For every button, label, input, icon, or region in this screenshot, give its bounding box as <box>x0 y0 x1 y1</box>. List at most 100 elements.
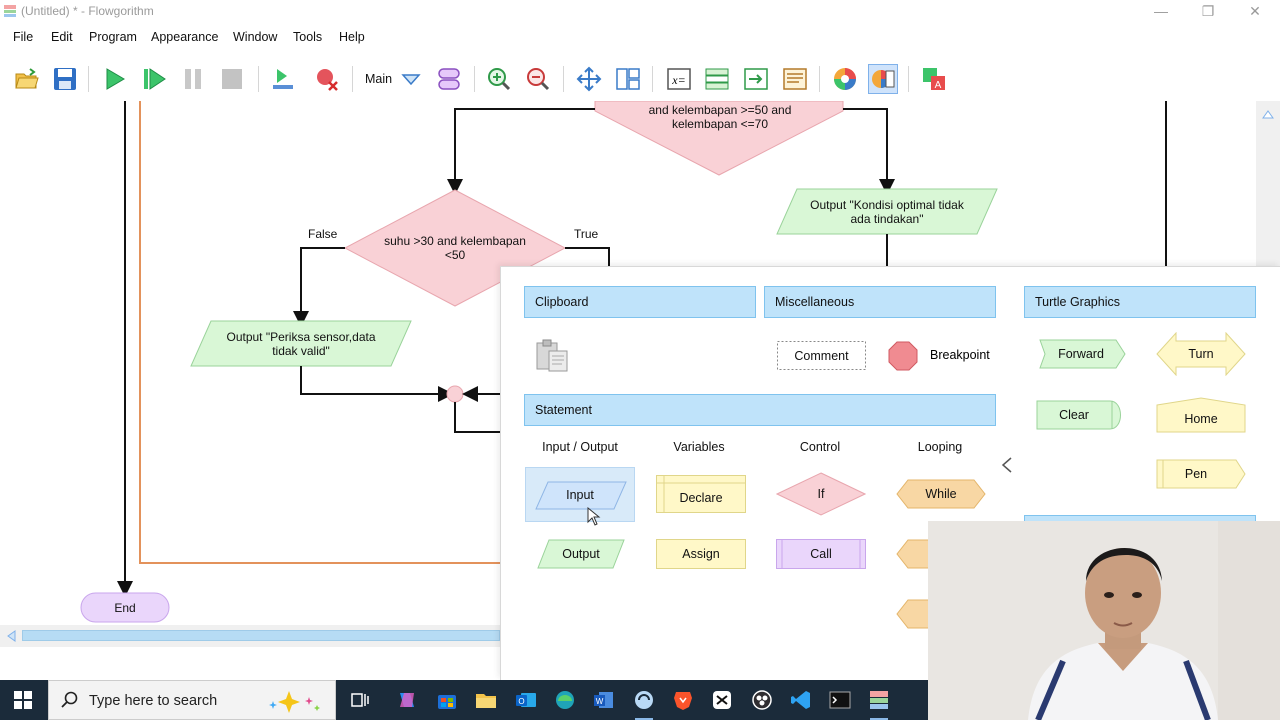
variables-column-label: Variables <box>673 440 725 454</box>
end-label: End <box>114 601 136 615</box>
scroll-left-icon[interactable] <box>6 630 16 642</box>
shape-icon[interactable] <box>434 64 464 94</box>
copilot-icon[interactable] <box>392 686 422 714</box>
flowgorithm-icon[interactable] <box>864 686 894 720</box>
misc-header: Miscellaneous <box>764 286 996 318</box>
svg-text:x=: x= <box>671 73 685 87</box>
clear-shape[interactable]: Clear <box>1036 400 1126 430</box>
webcam-overlay <box>928 521 1280 720</box>
color-wheel-icon[interactable] <box>830 64 860 94</box>
horizontal-scrollbar[interactable] <box>0 625 500 647</box>
close-icon[interactable]: ✕ <box>1249 3 1261 19</box>
fit-icon[interactable] <box>574 64 604 94</box>
menu-appearance[interactable]: Appearance <box>151 30 219 44</box>
window-title: (Untitled) * - Flowgorithm <box>21 4 154 18</box>
task-view-icon[interactable] <box>345 686 375 714</box>
console-icon[interactable] <box>702 64 732 94</box>
word-icon[interactable]: W <box>589 686 619 714</box>
call-shape[interactable]: Call <box>776 539 866 569</box>
flowgorithm-app-icon <box>4 5 16 17</box>
function-select-label[interactable]: Main <box>365 72 393 86</box>
assign-shape[interactable]: Assign <box>656 539 746 569</box>
io-column-label: Input / Output <box>542 440 618 454</box>
scroll-up-icon[interactable] <box>1262 109 1274 119</box>
run-icon[interactable] <box>100 64 130 94</box>
declare-shape[interactable]: Declare <box>656 475 746 513</box>
translate-icon[interactable]: A <box>919 64 949 94</box>
minimize-icon[interactable]: — <box>1154 3 1168 19</box>
zoom-in-icon[interactable] <box>484 64 514 94</box>
true-label: True <box>574 227 599 241</box>
windows-start-icon[interactable] <box>14 691 32 709</box>
output-icon[interactable] <box>741 64 771 94</box>
capcut-icon[interactable] <box>707 686 737 714</box>
taskbar: Type here to search O W <box>0 680 928 720</box>
main-dropdown-icon[interactable] <box>396 64 426 94</box>
top-condition-text: and kelembapan >=50 and kelembapan <=70 <box>648 103 792 131</box>
svg-text:A: A <box>935 80 942 91</box>
search-placeholder: Type here to search <box>89 693 218 709</box>
forward-shape[interactable]: Forward <box>1036 339 1126 369</box>
save-icon[interactable] <box>50 64 80 94</box>
clipboard-header: Clipboard <box>524 286 756 318</box>
condition2-text: suhu >30 and kelembapan <50 <box>384 234 526 262</box>
presenter-video <box>928 521 1280 720</box>
app-icon[interactable] <box>629 686 659 720</box>
taskbar-search[interactable]: Type here to search <box>48 680 336 720</box>
store-icon[interactable] <box>432 686 462 714</box>
code-view-icon[interactable] <box>780 64 810 94</box>
clipboard-icon[interactable] <box>534 339 570 373</box>
statement-header: Statement <box>524 394 996 426</box>
menu-bar: File Edit Program Appearance Window Tool… <box>0 26 1280 48</box>
terminal-icon[interactable] <box>825 686 855 714</box>
sparkle-icon <box>269 691 320 713</box>
variable-watch-icon[interactable]: x= <box>664 64 694 94</box>
horizontal-scroll-thumb[interactable] <box>22 630 500 641</box>
control-column-label: Control <box>799 440 841 454</box>
menu-window[interactable]: Window <box>233 30 278 44</box>
outlook-icon[interactable]: O <box>511 686 541 714</box>
chevron-left-icon[interactable] <box>1001 457 1013 473</box>
breakpoint-clear-icon[interactable] <box>312 64 342 94</box>
output-invalid-text: Output "Periksa sensor,data tidak valid" <box>226 330 376 358</box>
comment-shape[interactable]: Comment <box>777 341 866 370</box>
false-label: False <box>308 227 338 241</box>
title-bar: (Untitled) * - Flowgorithm — ❐ ✕ <box>0 0 1280 24</box>
input-shape[interactable]: Input <box>525 467 635 522</box>
menu-program[interactable]: Program <box>89 30 137 44</box>
comment-label: Comment <box>794 348 849 363</box>
looping-column-label: Looping <box>917 440 963 454</box>
menu-tools[interactable]: Tools <box>293 30 323 44</box>
step-icon[interactable] <box>139 64 169 94</box>
menu-help[interactable]: Help <box>339 30 365 44</box>
step-into-icon[interactable] <box>268 64 298 94</box>
open-icon[interactable] <box>12 64 42 94</box>
vscode-icon[interactable] <box>786 686 816 714</box>
breakpoint-icon[interactable] <box>887 340 919 372</box>
svg-text:W: W <box>596 697 604 706</box>
restore-icon[interactable]: ❐ <box>1201 3 1215 19</box>
turn-shape[interactable]: Turn <box>1156 332 1246 376</box>
theme-icon[interactable] <box>868 64 898 94</box>
home-shape[interactable]: Home <box>1156 397 1246 433</box>
svg-text:O: O <box>518 697 524 706</box>
obs-icon[interactable] <box>747 686 777 714</box>
brave-icon[interactable] <box>668 686 698 714</box>
while-shape[interactable]: While <box>896 479 986 509</box>
pause-icon[interactable] <box>178 64 208 94</box>
search-icon <box>61 691 78 708</box>
edge-icon[interactable] <box>550 686 580 714</box>
menu-edit[interactable]: Edit <box>51 30 73 44</box>
breakpoint-label: Breakpoint <box>930 348 990 362</box>
if-shape[interactable]: If <box>776 472 866 516</box>
menu-file[interactable]: File <box>13 30 34 44</box>
toolbar: Main x= A <box>0 58 1280 100</box>
zoom-out-icon[interactable] <box>523 64 553 94</box>
layout-icon[interactable] <box>613 64 643 94</box>
output-shape[interactable]: Output <box>537 539 625 569</box>
file-explorer-icon[interactable] <box>471 686 501 714</box>
pen-shape[interactable]: Pen <box>1156 459 1246 489</box>
canvas-footer <box>0 647 500 680</box>
stop-icon[interactable] <box>217 64 247 94</box>
